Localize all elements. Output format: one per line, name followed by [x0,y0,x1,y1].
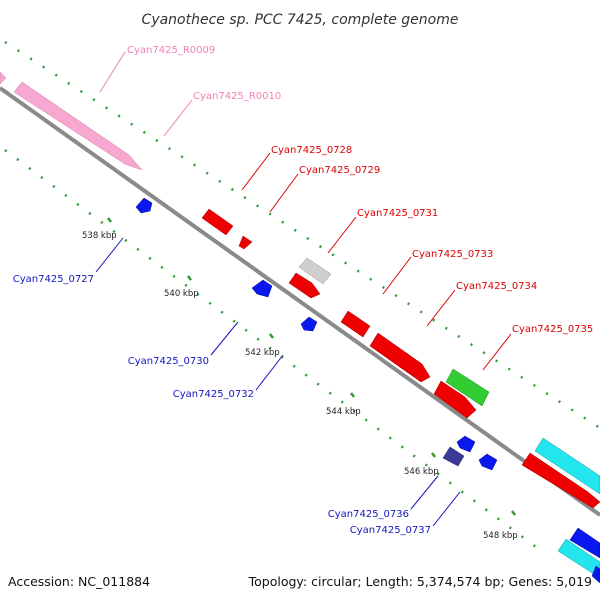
gene-label-0734[interactable]: Cyan7425_0734 [456,281,537,292]
kbp-tick-marks [107,217,516,516]
leader-0727 [95,237,124,273]
forward-strand-genes [0,71,600,509]
gene-label-0729[interactable]: Cyan7425_0729 [299,165,380,176]
gene-arrow-0738[interactable] [534,437,600,495]
gene-label-0730[interactable]: Cyan7425_0730 [128,356,209,367]
gene-arrow-0732[interactable] [300,316,318,332]
gene-label-0735[interactable]: Cyan7425_0735 [512,324,593,335]
tick-mark-542 [269,333,274,339]
leader-0737 [432,491,461,527]
gene-label-r0010[interactable]: Cyan7425_R0010 [193,91,281,102]
gene-arrow-0728[interactable] [201,208,234,236]
callout-lines [95,51,512,527]
gene-arrow-0736[interactable] [442,446,465,467]
gene-arrow-0736b[interactable] [456,435,476,453]
leader-0734 [426,289,456,327]
inner-dotted-track [4,148,541,552]
map-title: Cyanothece sp. PCC 7425, complete genome [142,12,459,28]
gene-arrow-0731[interactable] [298,257,332,285]
gene-arrow-0734[interactable] [369,332,431,383]
gene-arrow-r0009-stub[interactable] [0,71,7,85]
gene-label-0728[interactable]: Cyan7425_0728 [271,145,352,156]
accession-text: Accession: NC_011884 [8,574,150,589]
tick-label-548: 548 kbp [483,531,518,541]
gene-arrow-0741[interactable] [557,538,600,579]
tick-mark-548 [511,510,516,516]
gene-arrow-0735[interactable] [445,368,490,407]
gene-label-0733[interactable]: Cyan7425_0733 [412,249,493,260]
leader-0730 [210,321,239,356]
reverse-strand-genes [135,197,600,584]
leader-0728 [241,152,271,191]
leader-0733 [382,256,412,295]
gene-label-0736[interactable]: Cyan7425_0736 [328,509,409,520]
gene-arrow-0742[interactable] [591,565,600,584]
gene-label-0737[interactable]: Cyan7425_0737 [350,525,431,536]
genome-backbone [0,86,600,517]
leader-r0009 [99,51,126,93]
tick-mark-538 [107,217,112,223]
tick-label-540: 540 kbp [164,289,199,299]
leader-0729 [269,173,299,213]
gene-label-0731[interactable]: Cyan7425_0731 [357,208,438,219]
gene-arrow-0727[interactable] [135,197,153,214]
gene-arrow-0740[interactable] [569,527,600,559]
gene-arrow-0733[interactable] [288,272,321,299]
gene-arrow-0737[interactable] [478,453,498,471]
tick-label-544: 544 kbp [326,407,361,417]
leader-r0010 [163,99,193,137]
leader-0735 [482,333,512,371]
gene-arrow-0739[interactable] [521,452,600,509]
leader-0736 [410,475,439,510]
gene-arrow-r0010[interactable] [13,81,143,171]
gene-arrow-0733b[interactable] [340,310,371,338]
tick-mark-546 [431,452,436,458]
topology-text: Topology: circular; Length: 5,374,574 bp… [248,574,592,589]
tick-mark-540 [187,275,192,281]
gene-arrow-0729[interactable] [238,235,253,250]
gene-label-0727[interactable]: Cyan7425_0727 [13,274,94,285]
tick-label-546: 546 kbp [404,467,439,477]
gene-arrow-0730[interactable] [251,279,273,298]
tick-label-542: 542 kbp [245,348,280,358]
leader-0732 [255,354,284,391]
gene-arrow-0735b[interactable] [433,380,477,419]
tick-label-538: 538 kbp [82,231,117,241]
gene-label-0732[interactable]: Cyan7425_0732 [173,389,254,400]
gene-label-r0009[interactable]: Cyan7425_R0009 [127,45,215,56]
tick-mark-544 [350,392,355,398]
leader-0731 [327,216,357,254]
